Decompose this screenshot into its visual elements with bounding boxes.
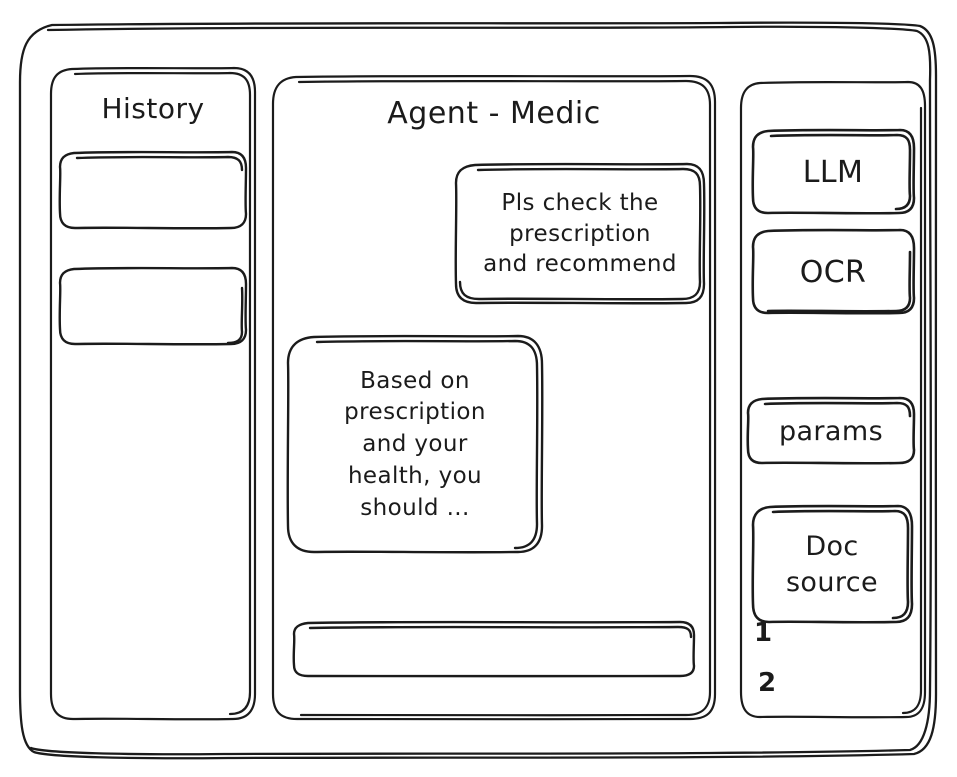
user-message-bubble: Pls check the prescription and recommend: [453, 162, 707, 306]
tool-button-params-label: params: [778, 415, 884, 447]
doc-source-item-1[interactable]: 1: [754, 618, 773, 648]
composer-input[interactable]: [292, 620, 696, 678]
tool-button-llm[interactable]: LLM: [750, 128, 916, 216]
history-item[interactable]: [58, 150, 248, 230]
tool-button-llm-label: LLM: [802, 154, 864, 190]
user-message-text: Pls check the prescription and recommend: [483, 190, 677, 278]
doc-source-label: Doc source: [785, 530, 879, 598]
agent-panel-title: Agent - Medic: [387, 96, 601, 131]
history-title: History: [101, 92, 205, 125]
tool-button-params[interactable]: params: [746, 396, 916, 466]
doc-source-item-2[interactable]: 2: [758, 668, 777, 698]
tool-button-ocr[interactable]: OCR: [750, 228, 916, 316]
doc-source-box[interactable]: Doc source: [750, 504, 914, 626]
tool-button-ocr-label: OCR: [799, 254, 867, 290]
assistant-message-bubble: Based on prescription and your health, y…: [284, 334, 546, 556]
history-item[interactable]: [58, 266, 248, 346]
assistant-message-text: Based on prescription and your health, y…: [344, 367, 486, 521]
composer-input-value: [292, 620, 696, 678]
